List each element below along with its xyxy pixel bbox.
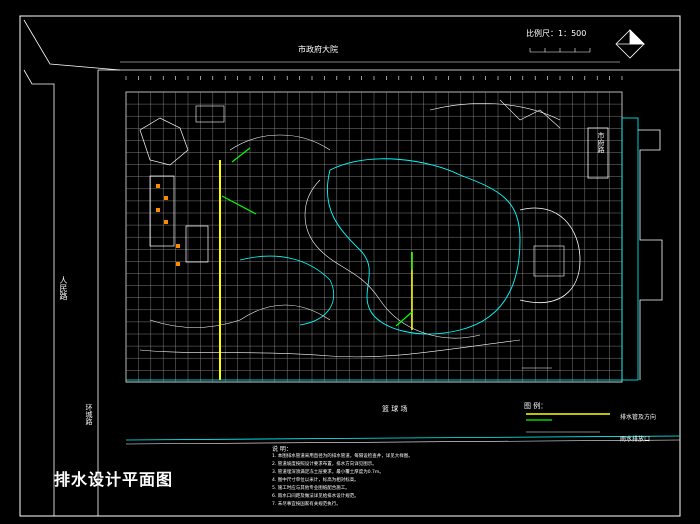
road-top-label: 市政府大院: [298, 45, 338, 54]
drawing-frame: [19, 15, 681, 517]
road-left-label: 人民路: [59, 276, 68, 300]
contour-1: [149, 304, 331, 328]
right-building: [621, 117, 639, 381]
right-box-label: 市府路: [597, 132, 605, 153]
road-left-edge: [23, 69, 55, 516]
note-line: 1. 本图排水管道采用直径为的排水管道，每隔设检查井，详见大样图。: [272, 454, 413, 459]
plaza-arc: [519, 207, 581, 303]
survey-grid: [125, 91, 623, 382]
legend-item: 排水管及方向: [620, 414, 657, 421]
right-box: [587, 127, 609, 179]
scale-label: 比例尺：1：500: [526, 29, 587, 38]
north-arrow-icon: [615, 29, 645, 59]
page-title: 排水设计平面图: [54, 470, 174, 489]
road-curve: [23, 19, 121, 71]
top-path: [499, 99, 561, 129]
building-top: [195, 105, 225, 123]
note-line: 5. 施工时应与其他专业图纸配合施工。: [272, 486, 350, 491]
tree-markers: [156, 184, 180, 266]
bottom-label: 篮 球 场: [382, 405, 408, 413]
note-line: 6. 雨水口间距及做法详见给排水设计规范。: [272, 494, 359, 499]
building-left-3: [185, 225, 209, 263]
drain-green-3: [395, 311, 413, 327]
path-loop: [304, 179, 481, 339]
road-left2-label: 环城路: [85, 404, 93, 425]
lake-main: [326, 158, 521, 335]
legend-symbols: [526, 413, 610, 433]
contour-3: [229, 134, 331, 151]
contour-2: [139, 339, 521, 358]
legend-title: 图 例：: [524, 402, 548, 410]
building-left-1: [139, 117, 189, 166]
contour-4: [429, 103, 561, 121]
scale-bar: [529, 48, 591, 53]
bottom-road-line: [125, 435, 681, 441]
drain-green-1: [221, 195, 257, 215]
legend-item: 雨水排放口: [620, 436, 651, 443]
note-line: 2. 管道坡度按照设计要求布置，排水方向详见图示。: [272, 462, 377, 467]
bottom-road-line2: [125, 439, 681, 445]
notes-title: 说 明：: [272, 446, 292, 453]
stream: [239, 255, 335, 326]
note-line: 4. 图中尺寸单位以米计，标高为相对标高。: [272, 478, 359, 483]
building-left-2: [149, 175, 175, 247]
note-line: 7. 未尽事宜按国家有关规范执行。: [272, 502, 341, 507]
note-line: 3. 管道埋深须满足冻土层要求，最小覆土厚度为0.7m。: [272, 470, 384, 475]
dimension-ticks: [125, 76, 623, 80]
drain-green-2: [231, 147, 251, 163]
right-edge-building: [638, 129, 663, 380]
plaza-square: [533, 245, 565, 277]
